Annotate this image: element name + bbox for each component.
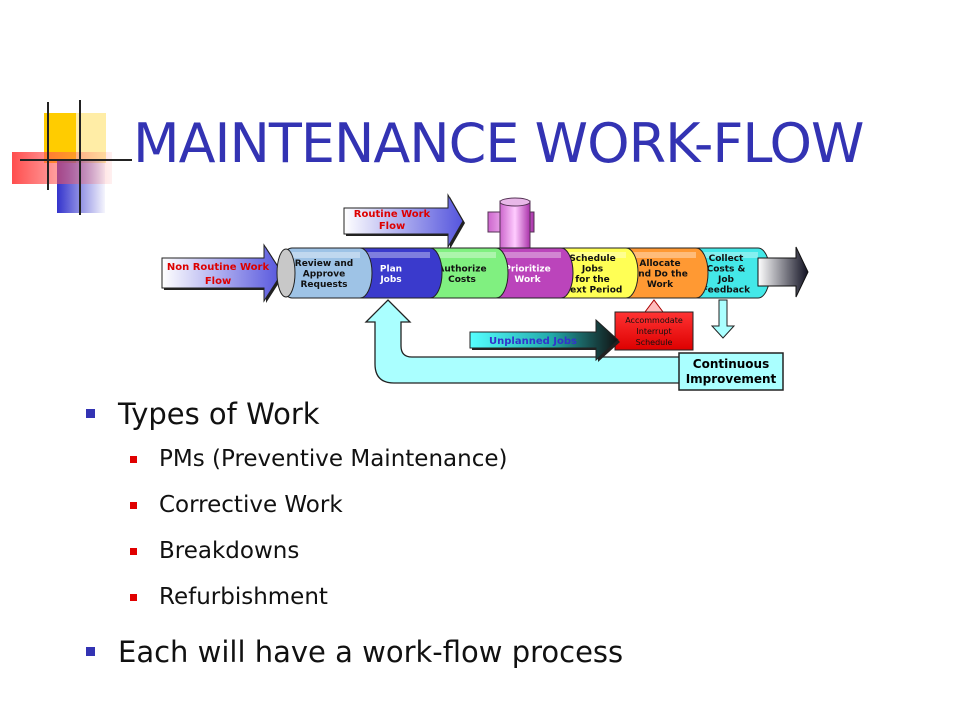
pipeline-step-label: Authorize xyxy=(437,264,486,274)
pipeline-step-label: Jobs xyxy=(581,264,603,274)
accommodate-box: Accommodate Interrupt Schedule xyxy=(614,311,694,351)
routine-pipe xyxy=(487,197,535,252)
sub-bullet: Breakdowns xyxy=(82,528,623,574)
sub-bullet: Corrective Work xyxy=(82,482,623,528)
pipeline-step-label: Prioritize xyxy=(504,264,551,274)
accommodate-label-2: Interrupt xyxy=(636,327,671,336)
pipeline-step-label: Feedback xyxy=(702,285,751,295)
feedback-loop-arrow xyxy=(364,299,681,384)
pipeline-step-label: Next Period xyxy=(563,285,623,295)
pipeline-step-label: Work xyxy=(647,280,674,290)
bullet-types-of-work: Types of Work xyxy=(82,392,623,436)
output-arrow xyxy=(757,246,809,298)
sub-bullet: Refurbishment xyxy=(82,574,623,620)
pipeline-step-label: Work xyxy=(514,275,541,285)
sub-bullet: PMs (Preventive Maintenance) xyxy=(82,436,623,482)
routine-work-arrow: Routine Work Flow xyxy=(343,193,465,249)
pipeline-step-label: Plan xyxy=(380,264,402,274)
pipeline-step-label: for the xyxy=(575,275,609,285)
continuous-label-2: Improvement xyxy=(686,372,777,386)
routine-label-1: Routine Work xyxy=(354,209,431,220)
pipeline-step-label: and Do the xyxy=(632,270,688,280)
pipeline-step-label: Jobs xyxy=(379,275,401,285)
pipeline-step-label: Approve xyxy=(303,270,345,280)
pipeline-step-label: Collect xyxy=(709,254,744,264)
routine-label-2: Flow xyxy=(379,221,405,232)
unplanned-label: Unplanned Jobs xyxy=(489,336,577,347)
continuous-label-1: Continuous xyxy=(693,357,769,371)
continuous-improvement-box: Continuous Improvement xyxy=(678,352,784,391)
pipeline-step-label: Schedule xyxy=(569,254,615,264)
pipeline-step-label: Review and xyxy=(295,259,353,269)
pipeline-step-label: Costs & xyxy=(707,264,746,274)
non-routine-arrow: Non Routine Work Flow xyxy=(161,243,284,303)
unplanned-jobs-arrow: Unplanned Jobs xyxy=(469,318,620,362)
pipeline-step-label: Requests xyxy=(300,280,347,290)
non-routine-label-1: Non Routine Work xyxy=(167,262,270,273)
down-arrow xyxy=(710,299,736,339)
pipeline-step-label: Allocate xyxy=(639,259,680,269)
pipeline-step-label: Costs xyxy=(448,275,476,285)
bullet-each-process: Each will have a work-flow process xyxy=(82,630,623,674)
bullet-list: Types of Work PMs (Preventive Maintenanc… xyxy=(82,392,623,674)
accommodate-label-3: Schedule xyxy=(636,338,673,347)
pipeline-end-cap xyxy=(276,248,296,298)
pipeline-step-label: Job xyxy=(717,275,735,285)
accommodate-label-1: Accommodate xyxy=(625,316,683,325)
non-routine-label-2: Flow xyxy=(205,276,231,287)
page-title: MAINTENANCE WORK-FLOW xyxy=(133,112,864,175)
